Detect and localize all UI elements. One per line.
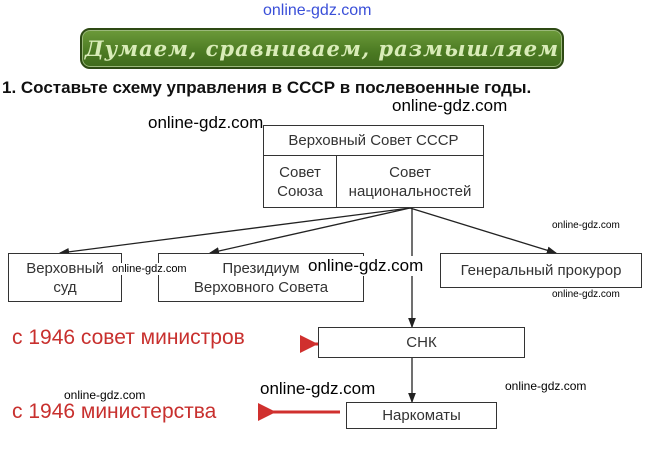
watermark: online-gdz.com [505, 379, 587, 393]
arrow-to-presidium [208, 207, 411, 255]
arrow-to-court [58, 207, 411, 256]
narkomaty-box: Наркоматы [346, 402, 497, 429]
task-title: 1. Составьте схему управления в СССР в п… [2, 78, 532, 97]
prosecutor-box: Генеральный прокурор [440, 253, 642, 288]
label-line: национальностей [348, 182, 472, 200]
supreme-soviet-label: Верховный Совет СССР [288, 132, 459, 149]
label-line: суд [53, 278, 77, 296]
snk-box: СНК [318, 327, 525, 358]
watermark: online-gdz.com [263, 2, 372, 19]
supreme-soviet-box: Верховный Совет СССР [263, 125, 484, 156]
watermark: online-gdz.com [148, 113, 264, 132]
label-line: Верховный [26, 259, 104, 277]
narkomaty-label: Наркоматы [382, 407, 461, 424]
label-line: Совет [389, 163, 431, 181]
watermark: online-gdz.com [552, 289, 620, 300]
watermark: online-gdz.com [552, 220, 620, 231]
watermark: online-gdz.com [308, 256, 424, 276]
label-line: Союза [277, 182, 323, 200]
watermark: online-gdz.com [260, 379, 376, 398]
section-banner: Думаем, сравниваем, размышляем [80, 28, 564, 69]
arrow-to-prosecutor [409, 207, 558, 255]
watermark: online-gdz.com [64, 388, 146, 402]
annotation-ministers: с 1946 совет министров [12, 326, 245, 349]
watermark: online-gdz.com [112, 263, 187, 275]
snk-label: СНК [406, 334, 437, 351]
prosecutor-label: Генеральный прокурор [460, 262, 622, 279]
watermark: online-gdz.com [392, 96, 508, 115]
annotation-ministries: с 1946 министерства [12, 400, 217, 423]
banner-text: Думаем, сравниваем, размышляем [84, 36, 560, 61]
label-line: Верховного Совета [193, 278, 329, 296]
label-line: Совет [279, 163, 321, 181]
label-line: Президиум [222, 259, 300, 277]
